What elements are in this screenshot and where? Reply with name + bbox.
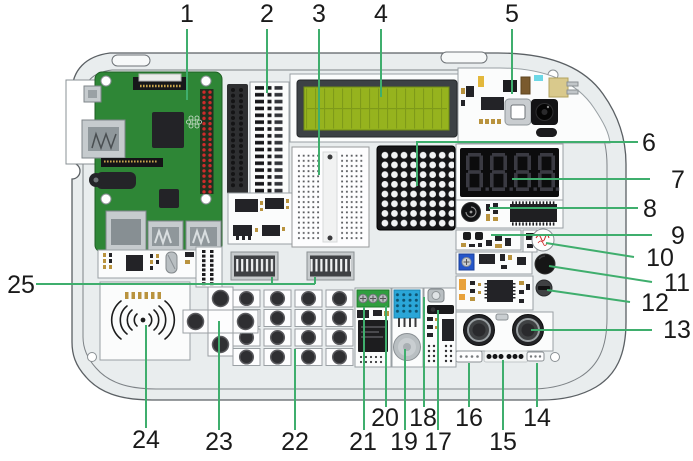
crystal	[495, 313, 509, 321]
led-cyan	[534, 75, 543, 81]
breadboard	[291, 146, 370, 248]
callout-labels: 1 2 3 4 5 6 7 8 9 10 11 12 13 14 15 16 1…	[7, 0, 691, 456]
dip-switch-2	[306, 251, 355, 281]
usb-port	[185, 220, 222, 251]
gpio-header	[227, 84, 248, 194]
vibration-motor	[393, 333, 421, 361]
case-slot-right	[440, 51, 488, 64]
rfid-pads	[125, 292, 161, 299]
callout-label-1: 1	[180, 0, 194, 28]
usb-port	[147, 220, 184, 251]
callout-label-8: 8	[643, 195, 657, 223]
micro-usb-port	[536, 128, 557, 137]
callout-label-20: 20	[371, 404, 399, 432]
touch-ir-module	[423, 287, 457, 368]
callout-lines	[36, 29, 653, 430]
case-slot-left	[111, 54, 151, 67]
capacitor-yellow	[478, 76, 484, 87]
usb-controller-chip	[159, 189, 179, 208]
power-switch	[504, 98, 532, 126]
power-circuit	[457, 67, 611, 144]
callout-label-7: 7	[671, 166, 685, 194]
callout-label-18: 18	[409, 404, 437, 432]
servo-interface	[526, 351, 545, 362]
pi-power-port-inner	[88, 90, 97, 98]
pi-mount-hole	[100, 193, 112, 205]
ic	[442, 319, 454, 341]
ir-receiver	[427, 305, 454, 314]
gpio-led-indicator	[249, 81, 290, 195]
callout-line-10	[545, 242, 635, 258]
callout-label-4: 4	[374, 0, 388, 28]
callout-line-12	[546, 289, 631, 303]
callout-line-11	[548, 265, 653, 283]
pi-mount-hole	[200, 75, 212, 87]
ultrasonic-sensor	[454, 311, 554, 352]
light-sensor	[534, 253, 556, 275]
dpad-center	[207, 309, 234, 334]
tilt-sensor	[535, 279, 553, 297]
battery-connector	[548, 77, 569, 98]
dht11-module	[391, 287, 424, 368]
ic-module	[455, 275, 534, 311]
pin-header-block	[195, 246, 223, 288]
callout-label-22: 22	[281, 428, 309, 456]
hdmi-pins	[91, 131, 117, 151]
driver-pcb	[227, 192, 293, 245]
driver-ic	[510, 204, 557, 222]
dip-ic	[487, 280, 513, 302]
transducer	[512, 314, 544, 346]
usb-socket	[503, 80, 517, 92]
callout-label-17: 17	[424, 428, 452, 456]
callout-label-14: 14	[523, 404, 551, 432]
callout-label-24: 24	[132, 426, 160, 454]
transducer	[463, 314, 495, 346]
callout-label-2: 2	[260, 0, 274, 28]
callout-line-25	[36, 277, 316, 285]
csi-clip	[138, 73, 182, 82]
audio-jack-body	[96, 172, 136, 189]
callout-label-21: 21	[349, 428, 377, 456]
dpad-buttons	[182, 286, 259, 357]
callout-label-15: 15	[489, 428, 517, 456]
motion-sensor	[531, 228, 555, 252]
segment-display	[455, 143, 564, 202]
ethernet-inner	[111, 219, 141, 245]
touch-sensor	[427, 288, 445, 303]
raspberry-pi	[81, 71, 223, 253]
pi-mount-hole	[200, 193, 212, 205]
callout-label-9: 9	[671, 222, 685, 250]
callout-label-3: 3	[312, 0, 326, 28]
uart-pins	[483, 350, 529, 363]
callout-label-16: 16	[455, 404, 483, 432]
gpio-pin-field	[200, 89, 214, 194]
callout-label-12: 12	[641, 289, 669, 317]
callout-label-11: 11	[664, 269, 690, 297]
screw-hole-bottom-right	[550, 352, 560, 362]
screw-hole-bottom-left	[87, 352, 97, 362]
callout-label-13: 13	[663, 316, 691, 344]
raspberry-logo	[186, 115, 202, 129]
audio-jack-hole	[93, 177, 99, 183]
fuse	[520, 76, 531, 95]
trimpot-module	[455, 251, 533, 275]
dc-jack	[531, 99, 558, 125]
pi-mount-hole	[100, 75, 112, 87]
dip-switch-1	[230, 251, 279, 281]
lcd-module	[289, 73, 463, 143]
soc-chip	[152, 112, 184, 148]
callout-label-5: 5	[505, 0, 519, 28]
callout-label-10: 10	[646, 244, 674, 272]
stepper-interface	[455, 350, 483, 363]
sound-sensor	[455, 229, 538, 253]
callout-label-25: 25	[7, 271, 35, 299]
callout-line-6	[416, 141, 638, 186]
callout-label-19: 19	[390, 428, 418, 456]
callout-label-23: 23	[205, 428, 233, 456]
nfc-icon	[110, 300, 176, 340]
buzzer-module	[455, 199, 564, 229]
callout-label-6: 6	[642, 129, 656, 157]
